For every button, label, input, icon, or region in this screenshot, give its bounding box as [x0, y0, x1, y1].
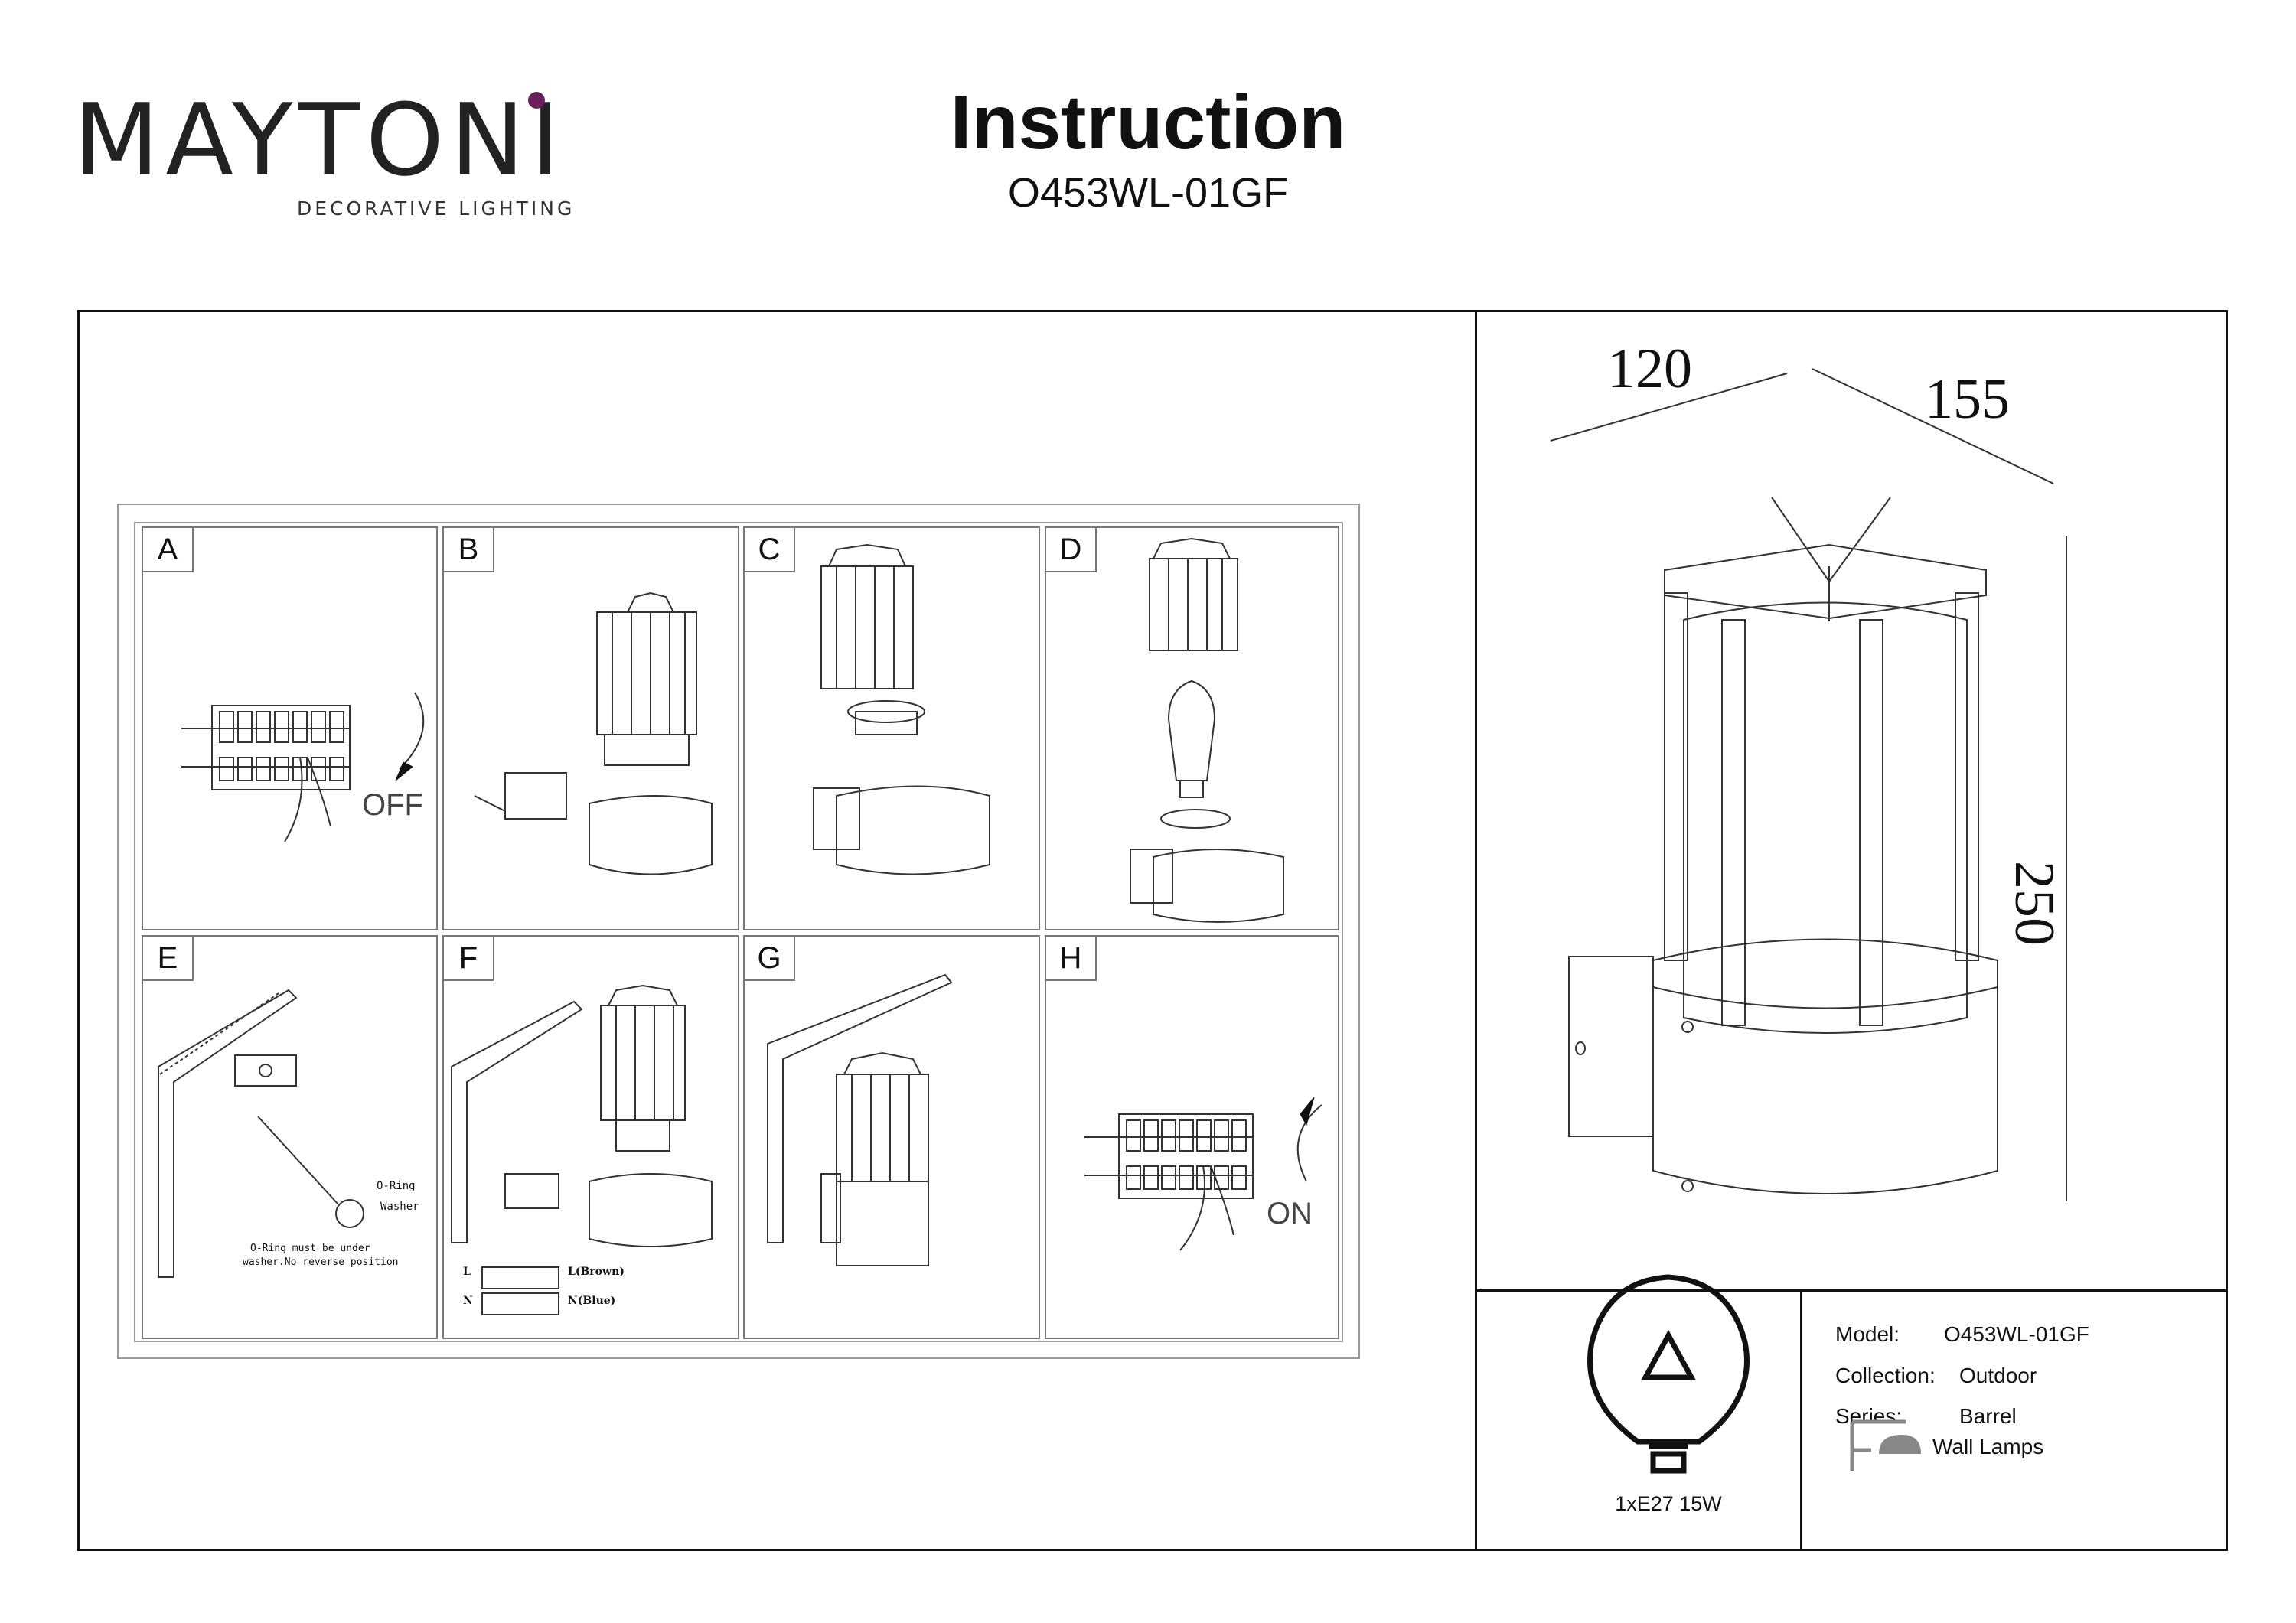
step-label: C — [745, 528, 795, 572]
switch-off-text: OFF — [362, 788, 423, 822]
spec-divider — [1800, 1289, 1802, 1551]
page-title: Instruction — [950, 80, 1346, 165]
o-ring-note-line1: O-Ring must be under — [250, 1243, 370, 1254]
wire-blue-label: N(Blue) — [568, 1295, 616, 1307]
collection-label: Collection: — [1835, 1364, 1936, 1387]
steps-outer-border — [117, 504, 1360, 1359]
lamp-type-value: Wall Lamps — [1932, 1435, 2044, 1458]
brand-tagline: DECORATIVE LIGHTING — [297, 197, 576, 220]
model-label: Model: — [1835, 1322, 1900, 1346]
brand-logo: MAYTONI — [73, 82, 566, 198]
frame-divider-horizontal — [1475, 1289, 2228, 1292]
dimension-depth: 155 — [1925, 368, 2010, 431]
steps-grid — [134, 522, 1343, 1342]
o-ring-note-line2: washer.No reverse position — [243, 1256, 399, 1268]
step-panel-c: C — [743, 526, 1040, 930]
step-label: B — [444, 528, 494, 572]
lamp-disassembly-c-illustration — [813, 543, 990, 875]
switch-on-text: ON — [1267, 1197, 1313, 1230]
breaker-on-illustration — [1084, 1097, 1322, 1251]
lamp-disassembly-b-illustration — [474, 592, 713, 875]
model-number-header: O453WL-01GF — [1007, 170, 1289, 216]
step-label: A — [143, 528, 194, 572]
step-label: F — [444, 937, 494, 981]
step-label: H — [1046, 937, 1097, 981]
step-panel-f: F L L(Brown) N N(Blue) — [442, 935, 739, 1339]
series-label: Series: — [1835, 1404, 1903, 1428]
bulb-install-illustration — [1130, 537, 1284, 923]
mounted-lamp-illustration — [767, 973, 953, 1266]
step-label: G — [745, 937, 795, 981]
frame-divider-vertical — [1475, 310, 1477, 1551]
breaker-off-illustration — [181, 692, 425, 842]
wire-n-label: N — [463, 1295, 473, 1307]
wall-mount-illustration — [158, 989, 364, 1278]
step-label: E — [143, 937, 194, 981]
step-panel-b: B — [442, 526, 739, 930]
dimension-width: 120 — [1607, 337, 1692, 400]
step-label: D — [1046, 528, 1097, 572]
step-panel-d: D — [1045, 526, 1339, 930]
series-value: Barrel — [1959, 1404, 2017, 1428]
collection-value: Outdoor — [1959, 1364, 2037, 1387]
wiring-illustration — [451, 984, 713, 1315]
step-panel-g: G — [743, 935, 1040, 1339]
wire-l-label: L — [463, 1266, 471, 1278]
step-panel-e: E O-Ring Washer O-Ring must be under was… — [142, 935, 438, 1339]
wire-brown-label: L(Brown) — [568, 1266, 625, 1278]
bulb-spec: 1xE27 15W — [1615, 1492, 1722, 1515]
brand-logo-dot — [528, 92, 545, 109]
document-frame — [77, 310, 2228, 1551]
washer-label: Washer — [380, 1201, 419, 1213]
o-ring-label: O-Ring — [377, 1180, 416, 1192]
model-value: O453WL-01GF — [1944, 1322, 2089, 1346]
step-panel-h: H ON — [1045, 935, 1339, 1339]
step-panel-a: A OFF — [142, 526, 438, 930]
